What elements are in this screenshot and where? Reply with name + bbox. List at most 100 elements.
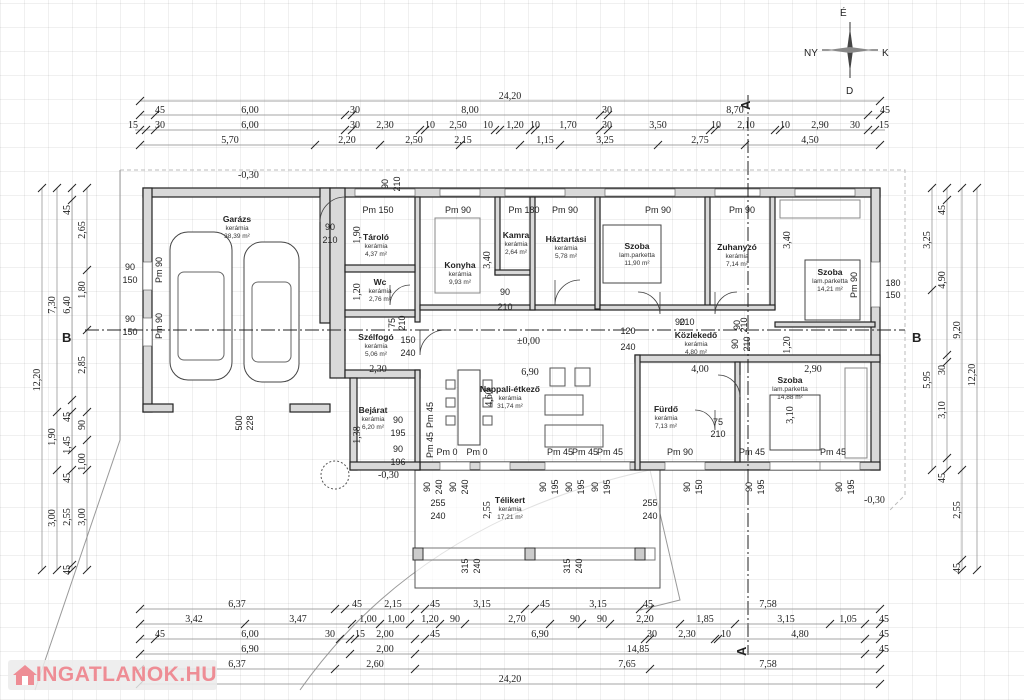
chair [445,379,456,390]
dimension-tick [710,634,720,644]
dim-bottom-row3: 15 [355,629,365,640]
opening-dimension: 210 [742,336,752,351]
opening-dimension: 90 [682,482,692,492]
opening-dimension: 90 [393,415,403,425]
opening-dimension: 500 [234,415,244,430]
dimension-tick [330,604,340,614]
dimension-tick [67,407,77,417]
dimension-tick [82,183,92,193]
terrace-outline [34,169,906,691]
dim-bottom-row3: 6,00 [241,629,259,640]
section-axes [85,95,905,655]
room-area: 38,39 m² [224,233,250,240]
dimension-tick [645,604,655,614]
room-finish: kerámia [225,225,249,232]
room-area: 2,64 m² [505,249,528,256]
opening-dimension: 210 [679,317,694,327]
dimension-tick [135,619,145,629]
door-swing [714,291,738,315]
wall [289,403,331,413]
dimension-tick [863,125,873,135]
post [634,547,646,561]
room-area: 14,88 m² [777,394,803,401]
inner-dimension: 1,20 [352,283,363,301]
window [142,261,153,291]
dim-bottom-row2: 90 [450,614,460,625]
opening-dimension: 210 [497,302,512,312]
room-name: Zuhanyzó [717,242,757,252]
dimension-tick [875,634,885,644]
room-area: 5,78 m² [555,253,578,260]
dimension-tick [420,604,430,614]
dim-top-row3: 30 [350,120,360,131]
dimension-tick [135,604,145,614]
dimension-tick [37,183,47,193]
dimension-tick [860,649,870,659]
dimension-tick [957,465,967,475]
dimension-tick [942,453,952,463]
dimension-tick [345,649,355,659]
dim-bottom-row2: 90 [570,614,580,625]
dim-right-overall: 12,20 [967,364,978,387]
inner-dimension: 3,40 [482,251,493,269]
chair [482,379,493,390]
dimension-tick [705,125,715,135]
dimension-tick [713,634,723,644]
room-finish: kerámia [654,415,678,422]
dim-top-row3: 30 [155,120,165,131]
dimension-tick [730,619,740,629]
dim-top-row2: 45 [880,105,890,116]
dimension-tick [875,664,885,674]
opening-dimension: 90 [393,444,403,454]
window-label: Pm 45 [597,447,623,457]
dim-right-row3: 2,55 [952,501,963,519]
room-area: 6,20 m² [362,424,385,431]
opening-dimension: 240 [472,558,482,573]
dim-right-row2: 45 [937,205,948,215]
inner-dimension: 4,60 [484,389,495,407]
dimension-tick [67,560,77,570]
dim-bottom-row1: 6,37 [228,599,246,610]
door-swing [717,374,741,398]
dimension-tick [455,140,465,150]
dimension-tick [870,125,880,135]
wall [634,354,881,363]
dimension-tick [82,565,92,575]
opening-dimension: 90 [380,179,390,189]
section-b-right-label: B [912,330,921,345]
armchair [574,367,591,387]
dimension-tick [135,634,145,644]
opening-dimension: 195 [756,479,766,494]
room-finish: kerámia [504,241,528,248]
opening-dimension: 240 [400,348,415,358]
dim-top-row2: 8,00 [461,105,479,116]
room-name: Tároló [363,232,389,242]
dim-bottom-row3: 6,90 [531,629,549,640]
wall [870,187,881,471]
dimension-tick [67,465,77,475]
opening-dimension: 315 [562,558,572,573]
wall [344,309,416,318]
room-area: 9,93 m² [449,279,472,286]
dimension-tick [515,140,525,150]
inner-dimension: 1,38 [352,426,363,444]
opening-dimension: 90 [730,339,740,349]
bed [804,259,861,321]
dim-bottom-row1: 3,15 [589,599,607,610]
dim-top-row3: 2,90 [811,120,829,131]
dimension-tick [67,395,77,405]
opening-dimension: 150 [122,327,137,337]
dimension-tick [875,110,885,120]
dim-left-overall: 12,20 [32,369,43,392]
dimension-tick [927,183,937,193]
dim-bottom-row3: 2,30 [678,629,696,640]
dimension-tick [942,350,952,360]
dim-bottom-row1: 45 [352,599,362,610]
svg-text:K: K [882,48,889,59]
room-finish: kerámia [684,341,708,348]
room-name: Bejárat [359,405,388,415]
section-a-top-label: A [738,100,753,110]
wall [344,264,416,273]
car [243,241,300,383]
